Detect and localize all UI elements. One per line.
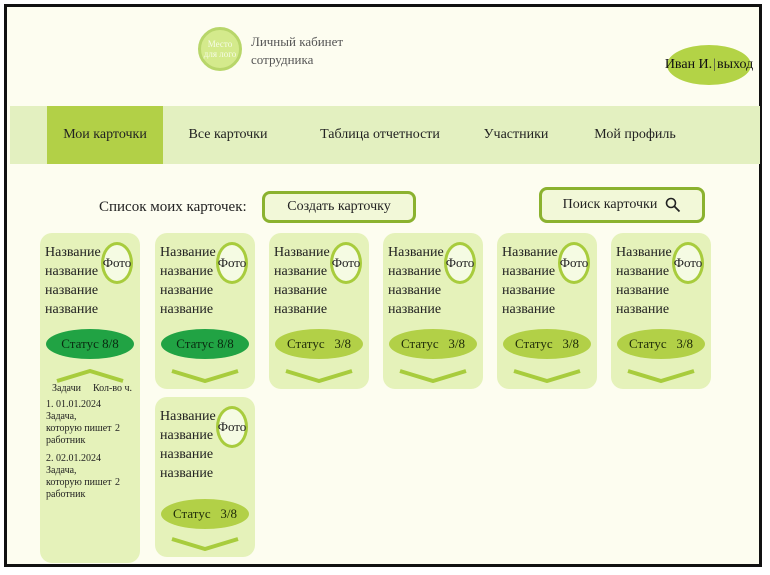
create-card-button[interactable]: Создать карточку [262, 191, 416, 223]
card-title: Название название название название [616, 245, 672, 317]
search-label: Поиск карточки [562, 197, 658, 212]
card[interactable]: Название название название название Фото… [497, 233, 597, 389]
nav-participants[interactable]: Участники [466, 106, 566, 164]
card[interactable]: Название название название название Фото… [40, 233, 140, 563]
main-nav: Мои карточки Все карточки Таблица отчетн… [10, 106, 760, 164]
task-hours: 2 [115, 423, 120, 434]
card-photo: Фото [216, 406, 248, 448]
nav-my-cards[interactable]: Мои карточки [47, 106, 163, 164]
card-photo: Фото [216, 242, 248, 284]
chevron-down-icon[interactable] [512, 369, 582, 383]
card-photo: Фото [101, 242, 133, 284]
card-title: Название название название название [388, 245, 444, 317]
photo-label: Фото [331, 255, 361, 270]
card-title: Название название название название [274, 245, 330, 317]
user-separator: | [713, 57, 716, 72]
nav-label: Участники [483, 127, 549, 142]
card-title: Название название название название [45, 245, 101, 317]
tasks-table: Задачи Кол-во ч. 1. 01.01.2024 Задача, к… [46, 383, 136, 507]
card[interactable]: Название название название название Фото… [383, 233, 483, 389]
card-title: Название название название название [160, 245, 216, 317]
card-photo: Фото [672, 242, 704, 284]
card-photo: Фото [558, 242, 590, 284]
search-icon [666, 197, 681, 213]
card-title: Название название название название [502, 245, 558, 317]
search-card-button[interactable]: Поиск карточки [539, 187, 705, 223]
photo-label: Фото [102, 255, 132, 270]
card[interactable]: Название название название название Фото… [269, 233, 369, 389]
status-badge: Статус 8/8 [161, 329, 249, 359]
nav-label: Таблица отчетности [320, 127, 440, 142]
nav-all-cards[interactable]: Все карточки [178, 106, 278, 164]
nav-label: Мои карточки [63, 127, 147, 142]
task-text: 1. 01.01.2024 Задача, которую пишет рабо… [46, 399, 112, 446]
photo-label: Фото [217, 419, 247, 434]
app-frame: Место для лого Личный кабинет сотрудника… [4, 4, 762, 567]
chevron-down-icon[interactable] [626, 369, 696, 383]
nav-my-profile[interactable]: Мой профиль [580, 106, 690, 164]
cabinet-title: Личный кабинет сотрудника [251, 34, 344, 67]
task-row[interactable]: 2. 02.01.2024 Задача, которую пишет рабо… [46, 453, 136, 501]
photo-label: Фото [217, 255, 247, 270]
status-badge: Статус 3/8 [503, 329, 591, 359]
tasks-col-task: Задачи [52, 383, 81, 394]
chevron-down-icon[interactable] [398, 369, 468, 383]
tasks-col-hours: Кол-во ч. [92, 383, 132, 394]
user-menu[interactable]: Иван И.|выход [664, 45, 754, 85]
task-hours: 2 [115, 477, 120, 488]
photo-label: Фото [673, 255, 703, 270]
card-photo: Фото [444, 242, 476, 284]
cards-list-title: Список моих карточек: [99, 199, 247, 215]
chevron-up-icon[interactable] [55, 369, 125, 383]
nav-report-table[interactable]: Таблица отчетности [310, 106, 450, 164]
status-badge: Статус 3/8 [161, 499, 249, 529]
card[interactable]: Название название название название Фото… [155, 233, 255, 389]
nav-label: Мой профиль [594, 127, 676, 142]
photo-label: Фото [559, 255, 589, 270]
status-badge: Статус 3/8 [389, 329, 477, 359]
logout-link[interactable]: выход [716, 57, 754, 72]
card-title: Название название название название [160, 409, 216, 481]
photo-label: Фото [445, 255, 475, 270]
status-badge: Статус 3/8 [617, 329, 705, 359]
task-row[interactable]: 1. 01.01.2024 Задача, которую пишет рабо… [46, 399, 136, 447]
status-badge: Статус 3/8 [275, 329, 363, 359]
status-badge: Статус 8/8 [46, 329, 134, 359]
nav-label: Все карточки [188, 127, 268, 142]
task-text: 2. 02.01.2024 Задача, которую пишет рабо… [46, 453, 112, 500]
card[interactable]: Название название название название Фото… [611, 233, 711, 389]
logo-placeholder-text: Место для лого [203, 39, 237, 59]
card-photo: Фото [330, 242, 362, 284]
logo[interactable]: Место для лого [198, 27, 242, 71]
chevron-down-icon[interactable] [170, 369, 240, 383]
card[interactable]: Название название название название Фото… [155, 397, 255, 557]
chevron-down-icon[interactable] [284, 369, 354, 383]
user-name: Иван И. [664, 57, 713, 72]
chevron-down-icon[interactable] [170, 537, 240, 551]
